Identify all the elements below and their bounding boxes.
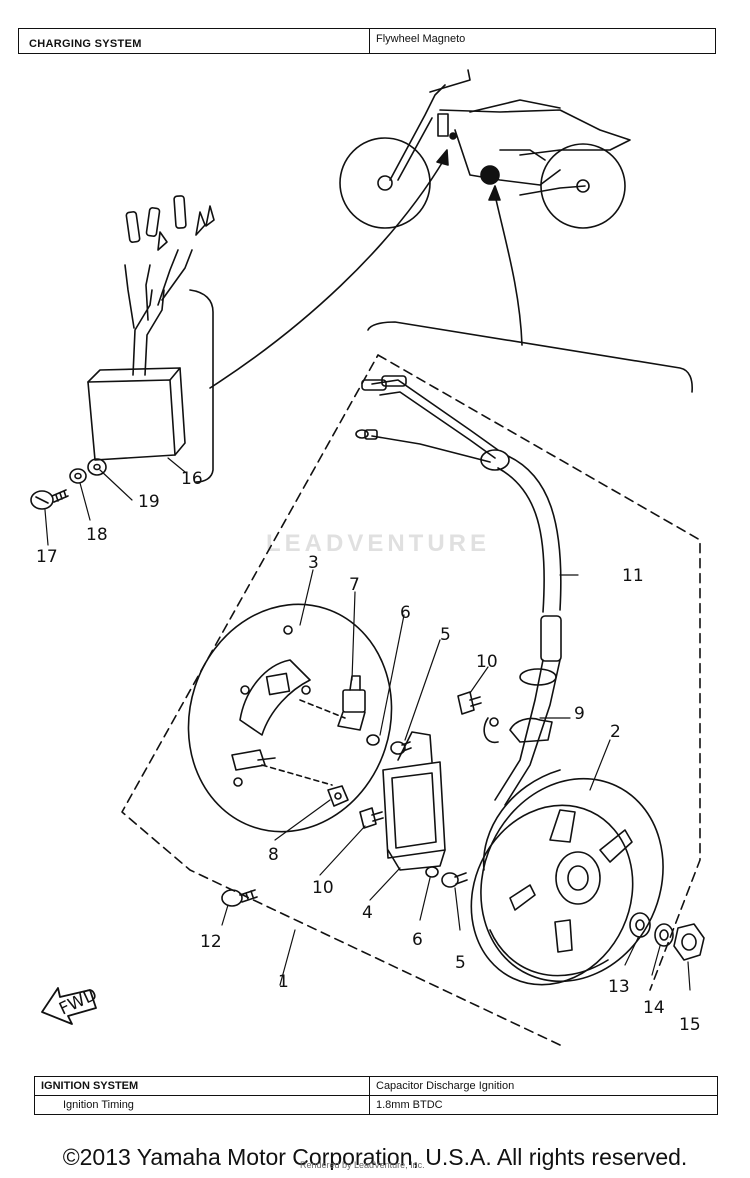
location-marker-cdi <box>480 165 500 185</box>
leader-lines <box>44 457 691 991</box>
bracket-8 <box>327 785 349 807</box>
lock-washer-14 <box>654 923 674 947</box>
pulser-coil <box>337 675 366 731</box>
ignition-row-timing: Ignition Timing 1.8mm BTDC <box>35 1095 717 1114</box>
motorcycle-illustration <box>339 69 631 229</box>
screw-5-upper <box>390 741 412 755</box>
callout-10-lower: 10 <box>312 878 334 898</box>
cdi-unit <box>87 195 215 461</box>
rendered-by-note: Rendered by LeadVenture, Inc. <box>300 1160 425 1170</box>
nut-15 <box>673 923 705 961</box>
callout-14: 14 <box>643 998 665 1018</box>
washer-6-lower <box>425 866 439 878</box>
stator-plate <box>187 603 393 833</box>
callout-3: 3 <box>308 553 319 573</box>
washer-6-upper <box>366 734 380 746</box>
wire-harness <box>355 375 562 806</box>
screw-5-lower <box>441 872 468 888</box>
location-marker-magneto <box>449 132 457 140</box>
flywheel-rotor <box>470 769 664 986</box>
washer-13 <box>629 912 651 938</box>
ignition-system-table: IGNITION SYSTEM Capacitor Discharge Igni… <box>34 1076 718 1115</box>
callout-15: 15 <box>679 1015 701 1035</box>
screw-12 <box>221 889 258 907</box>
charging-system-value: Flywheel Magneto <box>376 33 466 45</box>
callout-7: 7 <box>349 575 360 595</box>
charging-system-header: CHARGING SYSTEM Flywheel Magneto <box>18 28 716 54</box>
screw-17 <box>30 489 69 510</box>
leader-magneto-to-bike <box>494 194 523 346</box>
assembly-outline <box>121 354 701 1046</box>
callout-1: 1 <box>278 972 289 992</box>
callout-2: 2 <box>610 722 621 742</box>
ignition-coil <box>382 731 446 871</box>
callout-6-upper: 6 <box>400 603 411 623</box>
fwd-label: FWD <box>56 985 100 1020</box>
callout-5-lower: 5 <box>455 953 466 973</box>
ignition-timing-value: 1.8mm BTDC <box>376 1099 443 1111</box>
ignition-timing-label: Ignition Timing <box>35 1096 370 1114</box>
callout-10-upper: 10 <box>476 652 498 672</box>
ignition-row-system: IGNITION SYSTEM Capacitor Discharge Igni… <box>35 1077 717 1095</box>
leader-cdi-to-bike <box>209 157 446 389</box>
callout-8: 8 <box>268 845 279 865</box>
ignition-system-label: IGNITION SYSTEM <box>35 1077 370 1095</box>
callout-17: 17 <box>36 547 58 567</box>
callout-4: 4 <box>362 903 373 923</box>
callout-6-lower: 6 <box>412 930 423 950</box>
fwd-arrow <box>41 987 97 1025</box>
bolt-10-upper <box>457 691 482 715</box>
watermark: LEADVENTURE <box>265 530 490 557</box>
callout-9: 9 <box>574 704 585 724</box>
copyright-notice: ©2013 Yamaha Motor Corporation, U.S.A. A… <box>62 1144 688 1170</box>
callout-18: 18 <box>86 525 108 545</box>
charging-system-label: CHARGING SYSTEM <box>19 29 370 53</box>
washer-18 <box>69 468 87 484</box>
callout-12: 12 <box>200 932 222 952</box>
callout-13: 13 <box>608 977 630 997</box>
ignition-system-value: Capacitor Discharge Ignition <box>376 1080 515 1092</box>
callout-16: 16 <box>181 469 203 489</box>
callout-5-upper: 5 <box>440 625 451 645</box>
parts-diagram: FWD 1 2 3 4 5 5 6 6 7 8 9 10 10 11 12 13… <box>30 69 705 1046</box>
bolt-10-lower <box>359 807 384 829</box>
washer-19 <box>87 458 107 476</box>
callout-19: 19 <box>138 492 160 512</box>
clamp-9 <box>483 668 557 744</box>
callout-11: 11 <box>622 566 644 586</box>
